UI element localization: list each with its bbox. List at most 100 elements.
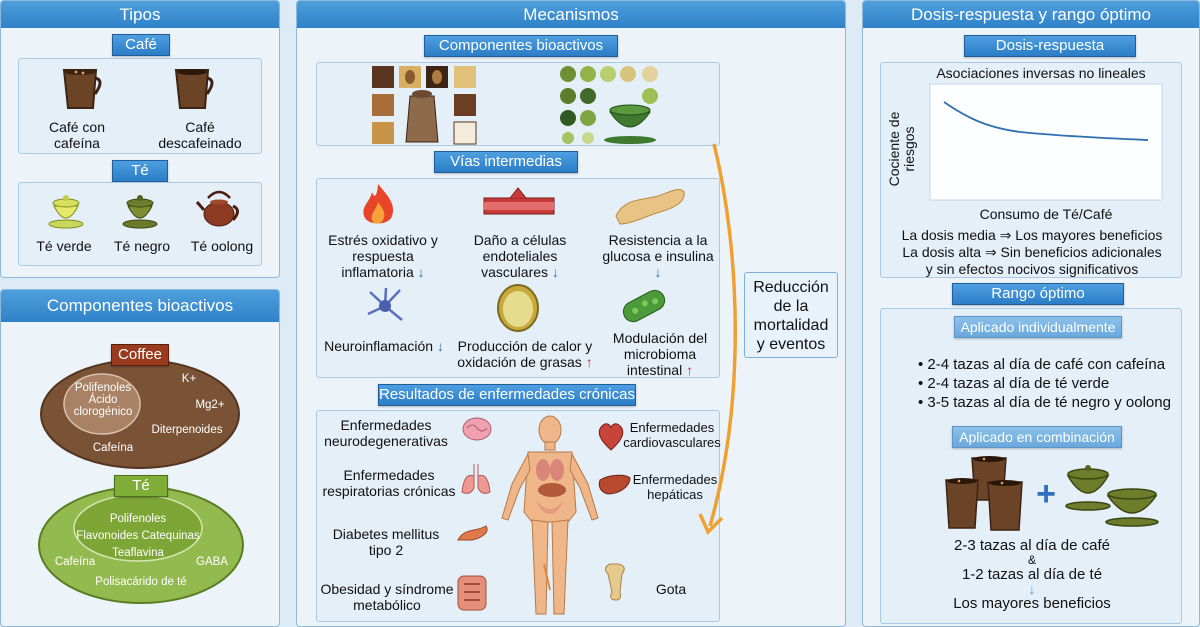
black-tea-icon [122, 195, 158, 229]
fat-cell-icon [497, 284, 539, 332]
brain-icon [462, 417, 492, 441]
coffee-types-box [18, 58, 262, 154]
coffee-inner-label: Polifenoles Ácido clorogénico [73, 382, 133, 418]
dose-note-harm: y sin efectos nocivos significativos [925, 261, 1139, 277]
chart-ylabel: Cociente de riesgos [886, 111, 917, 187]
pathway-neuro-arrow: ↓ [436, 338, 444, 354]
tea-tag: Té [112, 160, 168, 182]
disease-gout: Gota [655, 581, 687, 597]
chart-xlabel: Consumo de Té/Café [979, 206, 1113, 222]
individual-item-black: • 3-5 tazas al día de té negro y oolong [918, 394, 1171, 411]
dose-note-high: La dosis alta ⇒ Sin beneficios adicional… [902, 244, 1162, 260]
pathway-oxidative-arrow: ↓ [417, 264, 425, 280]
pathway-heat: Producción de calor y oxidación de grasa… [457, 338, 593, 370]
disease-obesity: Obesidad y síndrome metabólico [320, 581, 454, 613]
plus-sign: + [1036, 475, 1056, 513]
pathway-glucose-arrow: ↓ [654, 264, 662, 280]
tea-leaves-grid-icon [560, 66, 658, 144]
coffee-potassium: K+ [181, 373, 197, 385]
tea-item-black: Té negro [113, 238, 171, 254]
risk-ratio-curve [943, 101, 1149, 141]
neuron-icon [367, 287, 403, 321]
pathway-glucose: Resistencia a la glucosa e insulina ↓ [602, 232, 714, 280]
coffee-magnesium: Mg2+ [195, 399, 225, 411]
coffee-components-diagram [40, 359, 240, 469]
coffee-beans-grid-icon [372, 66, 477, 145]
results-tag: Resultados de enfermedades crónicas [378, 384, 636, 406]
microbiome-icon [622, 289, 666, 323]
coffee-caffeine: Cafeína [92, 442, 134, 454]
pathway-oxidative: Estrés oxidativo y respuesta inflamatori… [328, 232, 438, 280]
green-tea-icon [48, 195, 84, 229]
rango-tag: Rango óptimo [952, 283, 1124, 305]
pathway-neuro: Neuroinflamación ↓ [324, 338, 444, 354]
coffee-item-decaf: Café descafeinado [158, 119, 242, 151]
comb-ampersand: & [1027, 553, 1036, 567]
coffee-cups-icon [945, 456, 1023, 531]
intestine-icon [457, 575, 487, 611]
mecanismos-title: Mecanismos [297, 1, 845, 28]
disease-hepatic: Enfermedades hepáticas [632, 472, 718, 502]
optimal-range-box [880, 308, 1182, 624]
tea-item-oolong: Té oolong [190, 238, 254, 254]
disease-diabetes: Diabetes mellitus tipo 2 [332, 526, 440, 558]
tea-item-green: Té verde [36, 238, 92, 254]
dose-note-medium: La dosis media ⇒ Los mayores beneficios [901, 227, 1163, 243]
comb-result: Los mayores beneficios [953, 595, 1111, 612]
vias-tag: Vías intermedias [434, 151, 578, 173]
chart-title: Asociaciones inversas no lineales [936, 65, 1146, 81]
oolong-teapot-icon [195, 190, 239, 227]
human-body-figure [501, 415, 599, 615]
tipos-title: Tipos [1, 1, 279, 28]
blood-vessel-icon [483, 187, 555, 215]
disease-respiratory: Enfermedades respiratorias crónicas [322, 467, 456, 499]
individual-list: • 2-4 tazas al día de café con cafeína •… [918, 355, 1171, 412]
orange-flow-arrow [698, 143, 737, 536]
chart-plot-area [929, 83, 1163, 201]
decaf-cup-icon [174, 69, 214, 109]
diseases-box [316, 410, 720, 622]
disease-neuro: Enfermedades neurodegenerativas [324, 417, 448, 449]
comb-down-arrow: ↓ [1028, 581, 1036, 597]
tea-cups-icon [1065, 465, 1159, 527]
tea-polysaccharide: Polisacárido de té [95, 576, 187, 588]
coffee-item-caffeinated: Café con cafeína [48, 119, 106, 151]
pathway-heat-arrow: ↑ [585, 354, 593, 370]
dose-response-chart [929, 83, 1163, 201]
components-tea-tag: Té [114, 475, 168, 497]
lungs-icon [461, 464, 491, 494]
individual-tag: Aplicado individualmente [954, 316, 1122, 338]
reduction-box [744, 272, 838, 358]
coffee-cup-icon [62, 69, 102, 109]
dosis-title: Dosis-respuesta y rango óptimo [863, 1, 1199, 28]
tea-theaflavin: Teaflavina [112, 547, 164, 559]
individual-item-green: • 2-4 tazas al día de té verde [918, 375, 1110, 392]
tea-gaba: GABA [196, 556, 228, 568]
dosis-respuesta-tag: Dosis-respuesta [964, 35, 1136, 57]
disease-cardiovascular: Enfermedades cardiovasculares [623, 420, 721, 450]
pathway-endothelial-arrow: ↓ [551, 264, 559, 280]
pathway-endothelial: Daño a células endoteliales vasculares ↓ [473, 232, 567, 280]
components-coffee-tag: Coffee [111, 344, 169, 366]
pancreas-icon [615, 189, 685, 225]
heart-icon [598, 423, 624, 451]
fire-icon [363, 184, 394, 224]
coffee-tag: Café [112, 34, 170, 56]
coffee-diterpenoids: Diterpenoides [151, 424, 223, 436]
combination-tag: Aplicado en combinación [952, 426, 1122, 448]
components-title: Componentes bioactivos [1, 290, 279, 322]
mech-components-tag: Componentes bioactivos [424, 35, 618, 57]
pathway-microbiome: Modulación del microbioma intestinal ↑ [612, 330, 708, 378]
pathway-microbiome-arrow: ↑ [686, 362, 694, 378]
pancreas-small-icon [457, 525, 488, 541]
liver-icon [598, 474, 631, 495]
tea-components-diagram [38, 486, 244, 604]
comb-tea: 1-2 tazas al día de té [961, 566, 1103, 583]
reduction-label: Reducción de la mortalidad y eventos [753, 279, 829, 353]
tea-caffeine: Cafeína [54, 556, 96, 568]
tea-flavonoids: Flavonoides Catequinas [76, 530, 200, 542]
joint-bone-icon [604, 563, 625, 601]
tea-polyphenols: Polifenoles [109, 513, 167, 525]
comb-coffee: 2-3 tazas al día de café [954, 537, 1110, 554]
individual-item-coffee: • 2-4 tazas al día de café con cafeína [918, 356, 1166, 373]
